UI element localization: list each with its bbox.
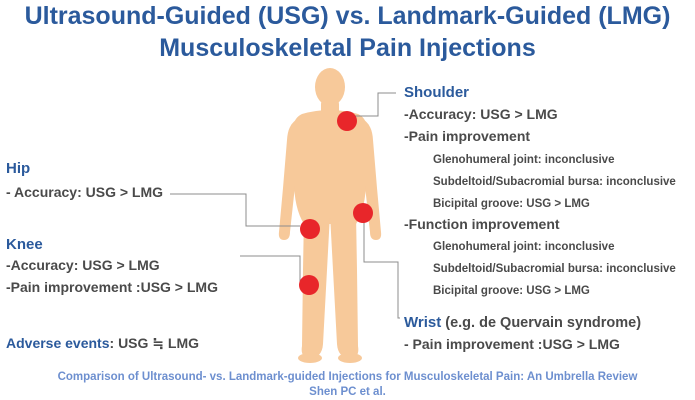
- hip-connector: [170, 193, 300, 227]
- wrist-heading: Wrist: [404, 314, 442, 331]
- wrist-connector: [363, 220, 400, 319]
- shoulder-function-item: Glenohumeral joint: inconclusive: [433, 241, 615, 253]
- title-line-2: Musculoskeletal Pain Injections: [159, 34, 536, 62]
- shoulder-pain-heading: -Pain improvement: [404, 128, 531, 144]
- caption-line-1: Comparison of Ultrasound- vs. Landmark-g…: [57, 371, 638, 383]
- adverse-events-value: : USG ≒ LMG: [109, 335, 200, 351]
- wrist-marker: [353, 203, 373, 223]
- title-line-1: Ultrasound-Guided (USG) vs. Landmark-Gui…: [24, 2, 671, 30]
- shoulder-function-item: Bicipital groove: USG > LMG: [433, 285, 590, 297]
- hip-accuracy: - Accuracy: USG > LMG: [6, 184, 164, 200]
- shoulder-function-item: Subdeltoid/Subacromial bursa: inconclusi…: [433, 263, 676, 275]
- shoulder-function-heading: -Function improvement: [404, 216, 560, 232]
- hip-heading: Hip: [6, 160, 31, 177]
- hip-marker: [300, 219, 320, 239]
- knee-heading: Knee: [6, 236, 43, 253]
- shoulder-pain-item: Glenohumeral joint: inconclusive: [433, 154, 615, 166]
- wrist-heading-row: Wrist (e.g. de Quervain syndrome): [404, 314, 641, 331]
- shoulder-pain-item: Bicipital groove: USG > LMG: [433, 198, 590, 210]
- shoulder-marker: [337, 111, 357, 131]
- caption-line-2: Shen PC et al.: [309, 386, 386, 398]
- wrist-heading-note: (e.g. de Quervain syndrome): [441, 315, 642, 331]
- shoulder-accuracy: -Accuracy: USG > LMG: [404, 106, 558, 122]
- shoulder-connector: [352, 92, 396, 117]
- connector-lines: [170, 92, 400, 319]
- injection-markers: [299, 111, 373, 295]
- knee-accuracy: -Accuracy: USG > LMG: [6, 257, 160, 273]
- knee-pain: -Pain improvement :USG > LMG: [6, 279, 218, 295]
- shoulder-pain-item: Subdeltoid/Subacromial bursa: inconclusi…: [433, 176, 676, 188]
- knee-marker: [299, 275, 319, 295]
- shoulder-heading: Shoulder: [404, 84, 470, 101]
- knee-connector: [240, 255, 302, 286]
- adverse-events-row: Adverse events: USG ≒ LMG: [6, 335, 199, 352]
- wrist-pain: - Pain improvement :USG > LMG: [404, 336, 620, 352]
- adverse-events-label: Adverse events: [6, 335, 110, 351]
